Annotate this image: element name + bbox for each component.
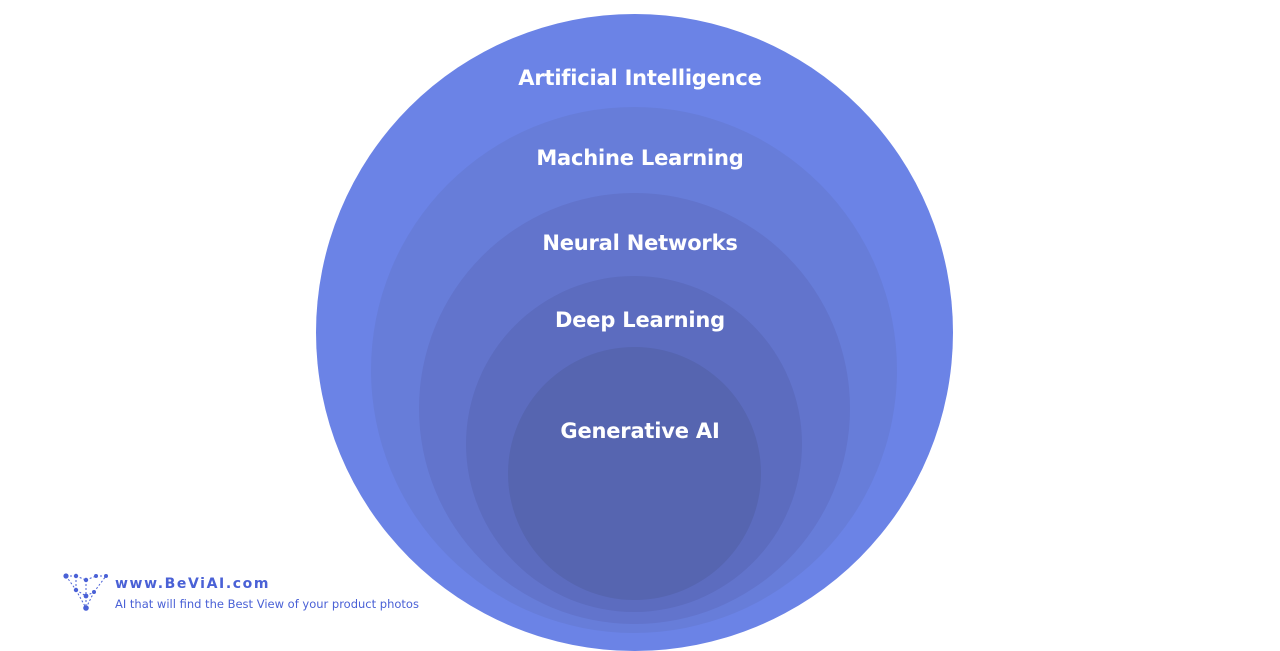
brand-tagline: AI that will find the Best View of your …: [115, 597, 419, 611]
label-deep-learning: Deep Learning: [555, 308, 725, 332]
label-artificial-intelligence: Artificial Intelligence: [518, 66, 762, 90]
branding-footer: www.BeViAI.com AI that will find the Bes…: [62, 572, 482, 616]
brand-url[interactable]: www.BeViAI.com: [115, 576, 271, 592]
network-v-logo-icon: [62, 572, 110, 616]
label-machine-learning: Machine Learning: [536, 146, 744, 170]
label-neural-networks: Neural Networks: [542, 231, 738, 255]
label-generative-ai: Generative AI: [560, 419, 720, 443]
circle-generative-ai: [508, 347, 761, 600]
